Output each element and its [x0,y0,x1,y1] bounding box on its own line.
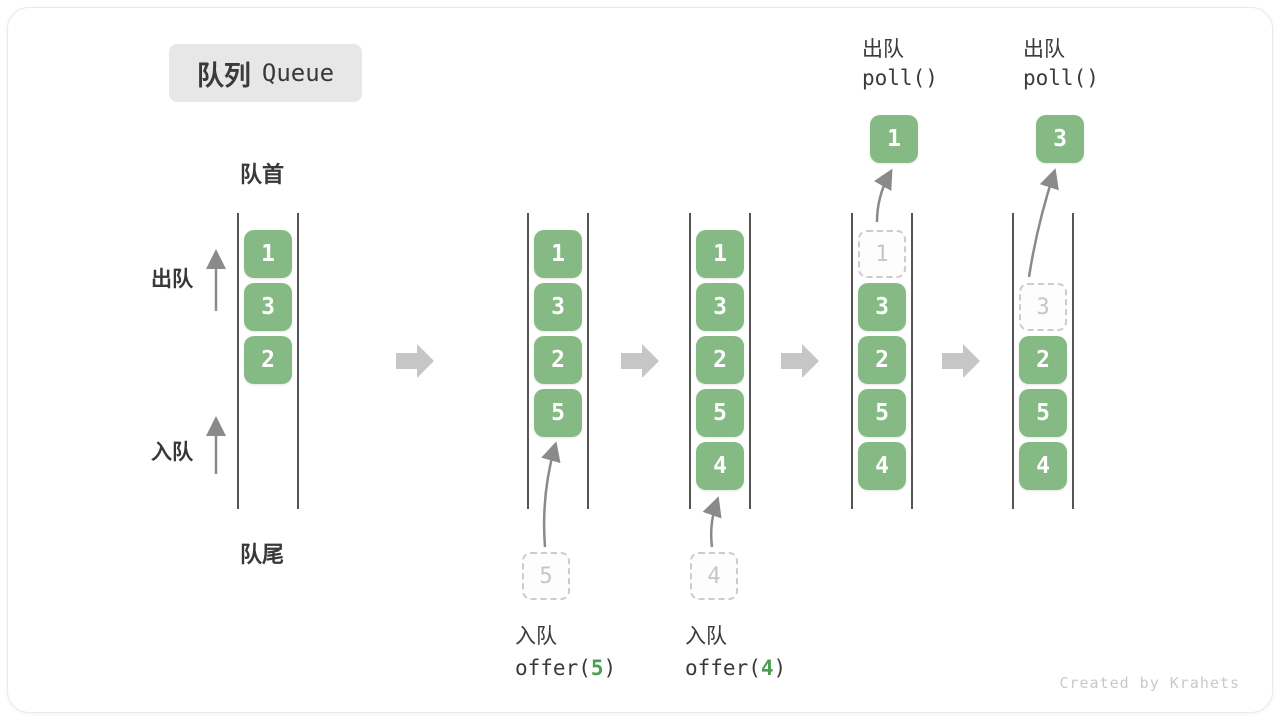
enqueue-ghost-cell: 5 [522,552,570,600]
queue-cell: 5 [534,389,582,437]
queue-cell: 3 [858,283,906,331]
queue-rail-right [911,213,913,509]
queue-rail-right [749,213,751,509]
queue-rail-left [527,213,529,509]
diagram-card [7,7,1273,713]
queue-cell: 5 [1019,389,1067,437]
queue-cell: 1 [534,230,582,278]
queue-state-5: 3 2 5 4 [1012,213,1074,509]
enqueue-op-code: offer(5) [515,656,616,680]
queue-cell: 4 [858,442,906,490]
queue-cell: 2 [534,336,582,384]
queue-state-1: 1 3 2 [237,213,299,509]
dequeue-op-label: 出队 [1023,38,1065,61]
dequeue-op-code: poll() [862,66,938,90]
queue-cell: 2 [244,336,292,384]
enqueue-op-code: offer(4) [685,656,786,680]
title-en: Queue [261,59,335,87]
queue-cell: 3 [534,283,582,331]
code-text: offer( [685,656,761,680]
queue-state-3: 1 3 2 5 4 [689,213,751,509]
dequeued-ghost-cell: 1 [858,230,906,278]
queue-cell: 3 [696,283,744,331]
queue-cell: 2 [696,336,744,384]
queue-cell: 5 [696,389,744,437]
queue-state-2: 1 3 2 5 [527,213,589,509]
code-arg: 5 [590,656,604,680]
enqueue-side-label: 入队 [151,441,193,464]
code-text: ) [773,656,787,680]
queue-cell: 4 [1019,442,1067,490]
dequeue-op-code: poll() [1023,66,1099,90]
queue-state-4: 1 3 2 5 4 [851,213,913,509]
queue-cell: 2 [1019,336,1067,384]
queue-cell: 4 [696,442,744,490]
dequeue-side-label: 出队 [151,268,193,291]
queue-rail-right [297,213,299,509]
credit-text: Created by Krahets [1059,674,1240,692]
enqueue-op-label: 入队 [515,625,557,648]
queue-rail-left [237,213,239,509]
code-arg: 4 [760,656,774,680]
queue-rail-right [1072,213,1074,509]
title-badge: 队列 Queue [169,44,362,102]
queue-cell: 3 [244,283,292,331]
dequeued-value-cell: 1 [870,115,918,163]
queue-rail-left [851,213,853,509]
queue-rear-label: 队尾 [240,542,285,567]
enqueue-op-label: 入队 [685,625,727,648]
queue-cell: 1 [244,230,292,278]
queue-rail-left [1012,213,1014,509]
enqueue-ghost-cell: 4 [690,552,738,600]
dequeue-op-label: 出队 [862,38,904,61]
dequeued-value-cell: 3 [1036,115,1084,163]
queue-rail-right [587,213,589,509]
queue-cell: 2 [858,336,906,384]
code-text: offer( [515,656,591,680]
queue-front-label: 队首 [240,162,285,187]
title-zh: 队列 [196,60,251,91]
queue-cell: 5 [858,389,906,437]
queue-rail-left [689,213,691,509]
dequeued-ghost-cell: 3 [1019,283,1067,331]
queue-cell: 1 [696,230,744,278]
code-text: ) [603,656,617,680]
